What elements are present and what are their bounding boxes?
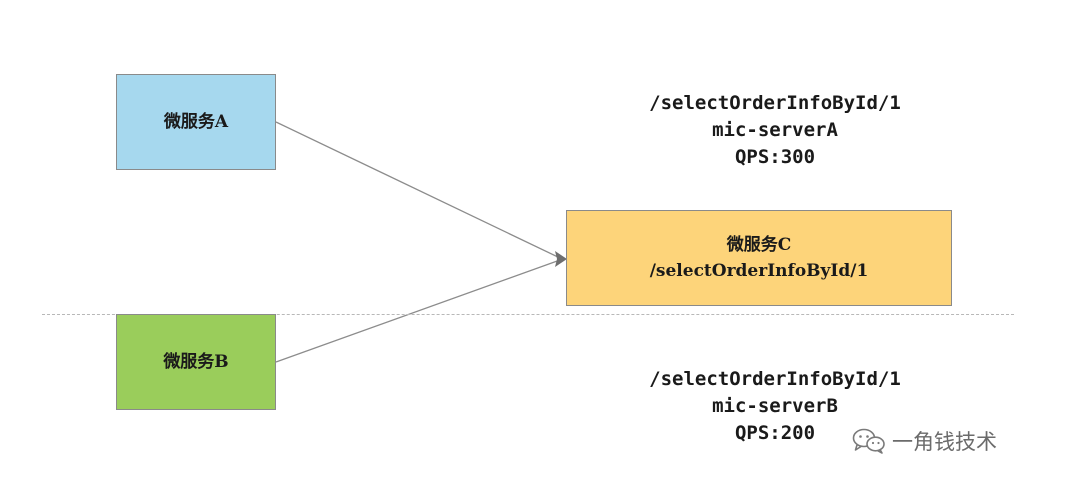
divider-line xyxy=(42,314,1014,315)
arrowhead-icon xyxy=(555,251,567,267)
arrow-a-to-c xyxy=(275,121,561,259)
service-b-label: 微服务B xyxy=(163,352,229,372)
annotation-bottom: /selectOrderInfoById/1 mic-serverB QPS:2… xyxy=(605,366,945,447)
service-a-label: 微服务A xyxy=(163,112,229,132)
annotation-top-path: /selectOrderInfoById/1 xyxy=(649,92,901,114)
service-c-node: 微服务C /selectOrderInfoById/1 xyxy=(566,210,952,306)
annotation-top-server: mic-serverA xyxy=(712,119,838,141)
service-a-node: 微服务A xyxy=(116,74,276,170)
annotation-bottom-path: /selectOrderInfoById/1 xyxy=(649,368,901,390)
watermark-text: 一角钱技术 xyxy=(892,430,997,454)
service-c-path: /selectOrderInfoById/1 xyxy=(649,261,869,281)
watermark: 一角钱技术 xyxy=(852,426,997,456)
service-b-node: 微服务B xyxy=(116,314,276,410)
annotation-top-qps: QPS:300 xyxy=(734,146,816,168)
annotation-bottom-qps: QPS:200 xyxy=(734,422,816,444)
arrow-b-to-c xyxy=(275,259,561,363)
service-c-label: 微服务C xyxy=(726,235,792,255)
annotation-bottom-server: mic-serverB xyxy=(712,395,838,417)
wechat-icon xyxy=(852,428,885,454)
annotation-top: /selectOrderInfoById/1 mic-serverA QPS:3… xyxy=(605,90,945,171)
